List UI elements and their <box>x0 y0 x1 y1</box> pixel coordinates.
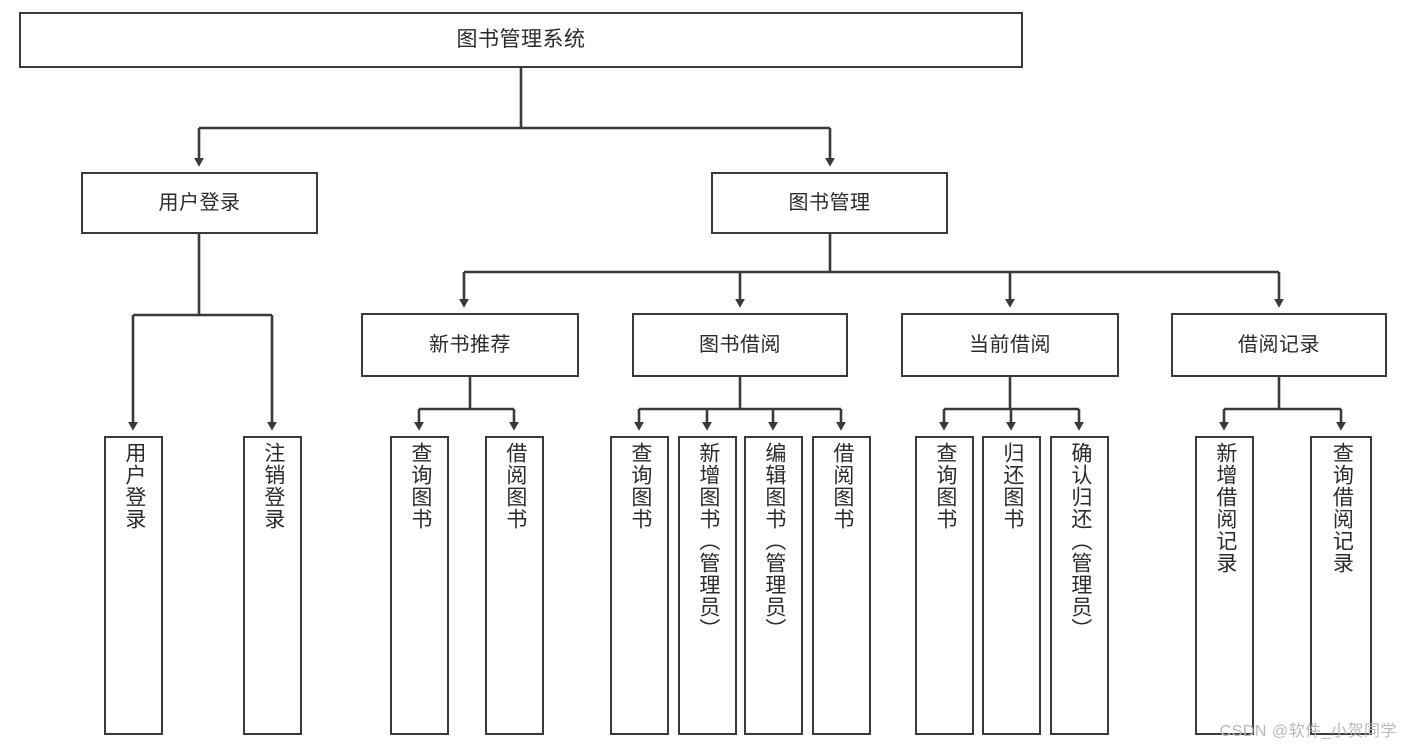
node-root-system[interactable]: 图书管理系统 <box>19 12 1023 68</box>
node-label: 用户登录 <box>122 442 146 530</box>
leaf-borrow-book[interactable]: 借阅图书 <box>812 436 871 735</box>
node-book-borrow[interactable]: 图书借阅 <box>632 313 848 377</box>
leaf-logout[interactable]: 注销登录 <box>243 436 302 735</box>
leaf-borrow-book-newbook[interactable]: 借阅图书 <box>485 436 544 735</box>
node-label: 图书管理系统 <box>456 28 586 52</box>
node-label: 注销登录 <box>261 442 285 530</box>
node-label: 借阅记录 <box>1238 333 1320 356</box>
leaf-query-book-newbook[interactable]: 查询图书 <box>390 436 449 735</box>
node-label: 当前借阅 <box>969 333 1051 356</box>
node-label: 图书管理 <box>788 191 871 214</box>
leaf-confirm-return-admin[interactable]: 确认归还（管理员） <box>1050 436 1109 735</box>
node-label: 新增图书（管理员） <box>696 442 720 640</box>
leaf-edit-book-admin[interactable]: 编辑图书（管理员） <box>744 436 803 735</box>
node-user-login[interactable]: 用户登录 <box>81 172 318 234</box>
leaf-query-borrow-record[interactable]: 查询借阅记录 <box>1310 436 1372 735</box>
leaf-add-borrow-record[interactable]: 新增借阅记录 <box>1195 436 1254 735</box>
leaf-add-book-admin[interactable]: 新增图书（管理员） <box>678 436 737 735</box>
node-label: 查询图书 <box>628 442 652 530</box>
node-label: 借阅图书 <box>503 442 527 530</box>
node-label: 编辑图书（管理员） <box>762 442 786 640</box>
node-book-management[interactable]: 图书管理 <box>711 172 948 234</box>
node-borrow-record[interactable]: 借阅记录 <box>1171 313 1387 377</box>
node-label: 查询借阅记录 <box>1330 442 1354 574</box>
node-current-borrow[interactable]: 当前借阅 <box>901 313 1119 377</box>
node-label: 图书借阅 <box>699 333 781 356</box>
node-label: 归还图书 <box>1000 442 1024 530</box>
leaf-return-book[interactable]: 归还图书 <box>982 436 1041 735</box>
leaf-user-login[interactable]: 用户登录 <box>104 436 163 735</box>
node-label: 新增借阅记录 <box>1213 442 1237 574</box>
node-label: 新书推荐 <box>429 333 511 356</box>
node-label: 借阅图书 <box>830 442 854 530</box>
node-label: 用户登录 <box>158 191 241 214</box>
node-label: 确认归还（管理员） <box>1068 442 1092 640</box>
node-label: 查询图书 <box>933 442 957 530</box>
node-label: 查询图书 <box>408 442 432 530</box>
leaf-query-book-current[interactable]: 查询图书 <box>915 436 974 735</box>
leaf-query-book-borrow[interactable]: 查询图书 <box>610 436 669 735</box>
node-new-book-recommend[interactable]: 新书推荐 <box>361 313 579 377</box>
